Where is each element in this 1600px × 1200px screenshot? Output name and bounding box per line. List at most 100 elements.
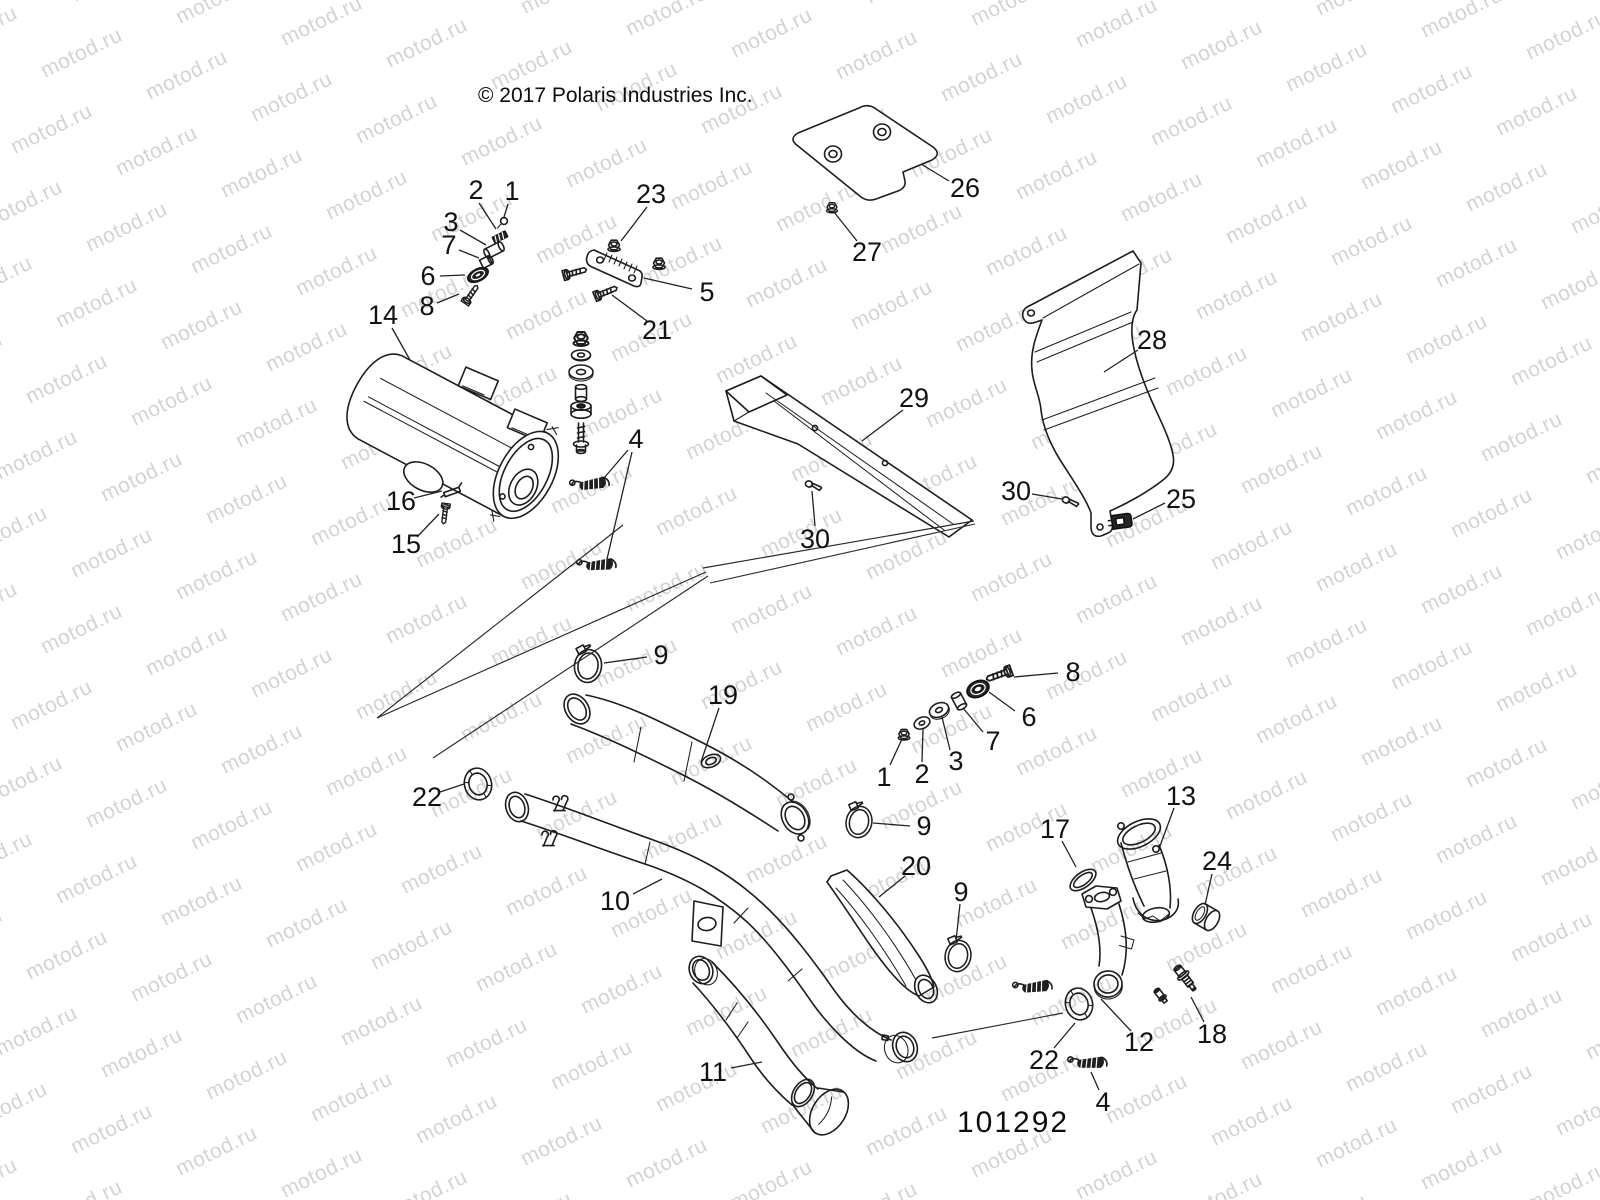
watermark-text: motod.ru [1507, 907, 1596, 966]
watermark-text: motod.ru [37, 23, 126, 82]
alignment-line [931, 1012, 1064, 1039]
callout-label-22: 22 [412, 782, 442, 812]
watermark-text: motod.ru [622, 557, 711, 616]
part-20-shield [826, 869, 939, 1004]
watermark-text: motod.ru [517, 0, 606, 18]
watermark-text: motod.ru [82, 773, 171, 832]
watermark-text: motod.ru [457, 111, 546, 170]
watermark-text: motod.ru [1537, 255, 1600, 314]
callout-leader-13 [1159, 807, 1175, 847]
callout-leader-6 [439, 274, 466, 277]
watermark-text: motod.ru [532, 785, 621, 844]
callout-leader-28 [1103, 349, 1139, 373]
part-17-gasket [1069, 868, 1097, 892]
watermark-text: motod.ru [1447, 483, 1536, 542]
callout-leader-3 [941, 716, 951, 751]
watermark-text: motod.ru [1342, 461, 1431, 520]
watermark-text: motod.ru [652, 481, 741, 540]
watermark-text: motod.ru [487, 1187, 576, 1200]
callout-leader-8 [436, 293, 460, 304]
watermark-text: motod.ru [832, 25, 921, 84]
watermark-text: motod.ru [157, 871, 246, 930]
watermark-text: motod.ru [0, 251, 36, 310]
watermark-text: motod.ru [1507, 331, 1596, 390]
watermark-text: motod.ru [52, 273, 141, 332]
watermark-text: motod.ru [1222, 765, 1311, 824]
callout-label-7: 7 [985, 726, 1000, 756]
watermark-text: motod.ru [172, 0, 261, 28]
callout-label-4: 4 [1095, 1087, 1110, 1117]
watermark-text: motod.ru [37, 599, 126, 658]
watermark-text: motod.ru [442, 1013, 531, 1072]
watermark-text: motod.ru [502, 861, 591, 920]
watermark-text: motod.ru [1267, 363, 1356, 422]
callout-label-30: 30 [1001, 476, 1031, 506]
callout-label-5: 5 [699, 277, 714, 307]
callout-label-13: 13 [1166, 781, 1196, 811]
watermark-text: motod.ru [307, 1067, 396, 1126]
watermark-text: motod.ru [1072, 0, 1161, 52]
callout-leader-2 [478, 202, 497, 230]
watermark-text: motod.ru [877, 199, 966, 258]
watermark-text: motod.ru [172, 545, 261, 604]
watermark-text: motod.ru [1072, 1145, 1161, 1200]
watermark-text: motod.ru [1552, 1081, 1600, 1140]
callout-leader-16 [413, 490, 443, 499]
watermark-text: motod.ru [1237, 1015, 1326, 1074]
watermark-text: motod.ru [1372, 385, 1461, 444]
alignment-line [702, 520, 975, 569]
callout-label-27: 27 [852, 237, 882, 267]
watermark-text: motod.ru [67, 0, 156, 6]
watermark-text: motod.ru [862, 0, 951, 8]
watermark-text: motod.ru [1342, 1037, 1431, 1096]
part-14-muffler [346, 353, 560, 522]
watermark-text: motod.ru [652, 1057, 741, 1116]
watermark-text: motod.ru [187, 219, 276, 278]
watermark-text: motod.ru [1327, 787, 1416, 846]
watermark-text: motod.ru [1462, 157, 1551, 216]
watermark-text: motod.ru [862, 525, 951, 584]
watermark-text: motod.ru [22, 349, 111, 408]
watermark-text: motod.ru [1372, 961, 1461, 1020]
watermark-text: motod.ru [832, 601, 921, 660]
watermark-text: motod.ru [157, 295, 246, 354]
part-24-clamp [1191, 902, 1221, 932]
watermark-text: motod.ru [382, 13, 471, 72]
part-15-bolt [438, 502, 451, 526]
callout-label-15: 15 [391, 529, 421, 559]
watermark-text: motod.ru [0, 1153, 21, 1200]
callout-label-14: 14 [368, 300, 398, 330]
callout-leader-18 [1190, 996, 1205, 1023]
callout-leader-25 [1132, 502, 1166, 520]
watermark-text: motod.ru [1402, 309, 1491, 368]
callout-label-26: 26 [950, 173, 980, 203]
callout-leader-22 [1053, 1022, 1076, 1049]
callout-label-25: 25 [1166, 484, 1196, 514]
watermark-text: motod.ru [7, 675, 96, 734]
watermark-text: motod.ru [0, 577, 21, 636]
callout-leader-3 [459, 229, 487, 246]
callout-leader-9 [603, 656, 648, 664]
watermark-text: motod.ru [1312, 0, 1401, 20]
watermark-text: motod.ru [1387, 635, 1476, 694]
callout-label-8: 8 [419, 291, 434, 321]
watermark-text: motod.ru [967, 547, 1056, 606]
callout-label-3: 3 [948, 746, 963, 776]
callout-label-10: 10 [600, 886, 630, 916]
part-19-pipe [563, 693, 811, 842]
watermark-text: motod.ru [622, 1133, 711, 1192]
callout-leader-2 [921, 728, 924, 763]
watermark-text: motod.ru [0, 501, 51, 560]
watermark-text: motod.ru [67, 523, 156, 582]
callout-label-21: 21 [642, 315, 672, 345]
watermark-text: motod.ru [1327, 211, 1416, 270]
part-13-catalyst [1116, 818, 1180, 924]
watermark-text: motod.ru [982, 221, 1071, 280]
watermark-text: motod.ru [1567, 755, 1600, 814]
watermark-text: motod.ru [667, 731, 756, 790]
watermark-text: motod.ru [277, 567, 366, 626]
callout-leader-4 [1090, 1071, 1100, 1091]
watermark-text: motod.ru [127, 371, 216, 430]
callout-leader-7 [458, 249, 480, 259]
